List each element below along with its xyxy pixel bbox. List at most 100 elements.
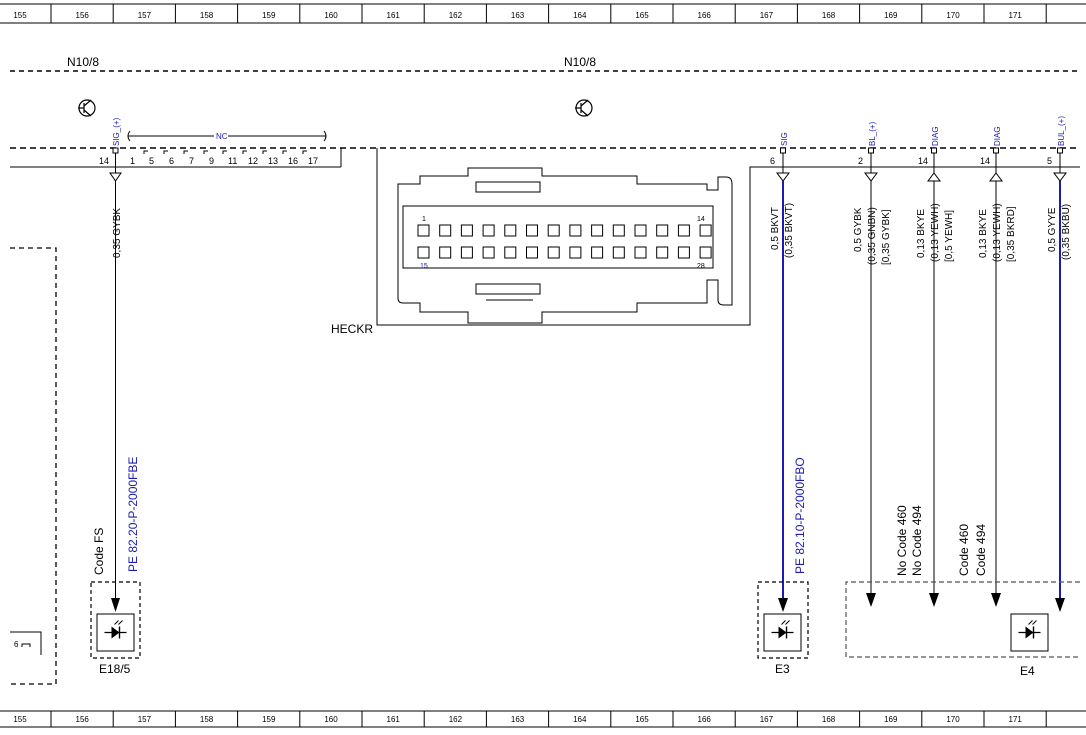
wire-6-spec-alt: (0,35 BKBU) [1061, 204, 1072, 260]
ruler-column-label: 167 [760, 11, 774, 20]
wire-2: 0,5 BKVT (0,35 BKVT) [770, 172, 795, 612]
nc-pin-number: 9 [209, 156, 214, 166]
ruler-column-label: 156 [76, 11, 90, 20]
nc-pin-number: 13 [268, 156, 278, 166]
connector-cavity [677, 246, 690, 259]
wire-5-spec-alt2: [0,35 BKRD] [1006, 206, 1017, 262]
ruler-column-label: 155 [13, 715, 27, 724]
ruler-column-label: 166 [698, 715, 712, 724]
connector-cavity [656, 224, 669, 237]
wire-1-spec: 0,35 GYBK [112, 208, 123, 258]
wire-4-spec: 0,13 BKYE [916, 209, 927, 258]
ruler-column-label: 158 [200, 715, 214, 724]
wire-4-spec-alt: (0,13 YEWH) [930, 203, 941, 262]
ruler-column-label: 159 [262, 715, 276, 724]
component-e3: E3 [757, 581, 809, 676]
connector-pin-14: 14 [697, 216, 705, 223]
connector-cavity [699, 224, 712, 237]
reference-link[interactable]: PE 82.10-P-2000FBO [793, 457, 807, 574]
reference-link[interactable]: PE 82.20-P-2000FBE [126, 457, 140, 572]
pin-signal-label: SIG [780, 132, 789, 146]
pin-number: 14 [980, 156, 990, 166]
ruler-column-label: 165 [635, 11, 649, 20]
nc-pin-number: 1 [130, 156, 135, 166]
connector-cavity [591, 246, 604, 259]
component-label: E4 [1020, 664, 1035, 678]
nc-pin-number: 6 [169, 156, 174, 166]
ruler-column-label: 157 [138, 715, 152, 724]
wire-2-spec: 0,5 BKVT [770, 207, 781, 250]
module-label-left: N10/8 [67, 55, 99, 69]
ruler-column-label: 160 [324, 715, 338, 724]
connector-cavity [482, 224, 495, 237]
connector-cavity [612, 246, 625, 259]
ruler-column-label: 164 [573, 715, 587, 724]
connector-cavity [634, 246, 647, 259]
connector-cavity [439, 246, 452, 259]
ruler-column-label: 164 [573, 11, 587, 20]
ruler-column-label: 155 [13, 11, 27, 20]
pin-number: 2 [858, 156, 863, 166]
ruler-column-label: 161 [387, 715, 401, 724]
ruler-column-label: 157 [138, 11, 152, 20]
ruler-column-label: 163 [511, 11, 525, 20]
wire-5: 0,13 BKYE (0,13 YEWH) [0,35 BKRD] [978, 167, 1017, 607]
wire-6-spec: 0,5 GYYE [1047, 207, 1058, 252]
nc-pin-number: 12 [248, 156, 258, 166]
ruler-column-label: 169 [884, 11, 898, 20]
ruler-column-label: 162 [449, 11, 463, 20]
connector-cavity [569, 246, 582, 259]
ruler-column-label: 171 [1009, 11, 1023, 20]
connector-cavity [569, 224, 582, 237]
led-icon [1018, 620, 1041, 639]
nc-pin-number: 5 [149, 156, 154, 166]
nc-pin-number: 11 [228, 156, 237, 166]
nc-label: NC [216, 132, 228, 141]
led-icon [771, 620, 794, 639]
no-code-494-label: No Code 494 [910, 505, 924, 576]
connector-cavity [504, 246, 517, 259]
component-e18-5: E18/5 [90, 581, 141, 676]
connector-cavity [482, 246, 495, 259]
connector-cavity [656, 246, 669, 259]
wire-3-spec: 0,5 GYBK [853, 207, 864, 252]
connector-cavity [547, 246, 560, 259]
module-label-center: N10/8 [564, 55, 596, 69]
wire-1: 0,35 GYBK [109, 168, 123, 612]
pin-signal-label: BUL_(+) [1057, 116, 1066, 146]
pin-signal-label: DIAG [993, 126, 1002, 146]
wire-5-spec: 0,13 BKYE [978, 209, 989, 258]
nc-pin-number: 17 [308, 156, 318, 166]
ruler-column-label: 160 [324, 11, 338, 20]
nc-pin-number: 7 [189, 156, 194, 166]
ruler-column-label: 161 [387, 11, 401, 20]
ruler-column-label: 170 [946, 11, 960, 20]
connector-cavity [612, 224, 625, 237]
ruler-column-label: 167 [760, 715, 774, 724]
pin-number: 6 [770, 156, 775, 166]
connector-cavity [460, 246, 473, 259]
wire-4-spec-alt2: [0,5 YEWH] [944, 210, 955, 262]
pin-signal-label: BL_(+) [868, 121, 877, 146]
left-box-pin: 6 [14, 640, 19, 649]
transistor-icon [78, 99, 96, 117]
ruler-column-label: 162 [449, 715, 463, 724]
transistor-icon [575, 99, 593, 117]
connector-cavity [504, 224, 517, 237]
connector-label: HECKR [331, 322, 373, 336]
wire-5-spec-alt: (0,13 YEWH) [992, 203, 1003, 262]
wire-4: 0,13 BKYE (0,13 YEWH) [0,5 YEWH] [916, 167, 955, 607]
connector-cavity [634, 224, 647, 237]
ruler-column-label: 163 [511, 715, 525, 724]
pin-signal-label: SIG_(+) [112, 117, 121, 146]
component-label: E3 [775, 662, 790, 676]
wire-3: 0,5 GYBK (0,35 GNBN) [0,35 GYBK] [853, 172, 892, 607]
pin-number: 14 [918, 156, 928, 166]
connector-cavity [699, 246, 712, 259]
connector-pin-15: 15 [420, 263, 428, 270]
